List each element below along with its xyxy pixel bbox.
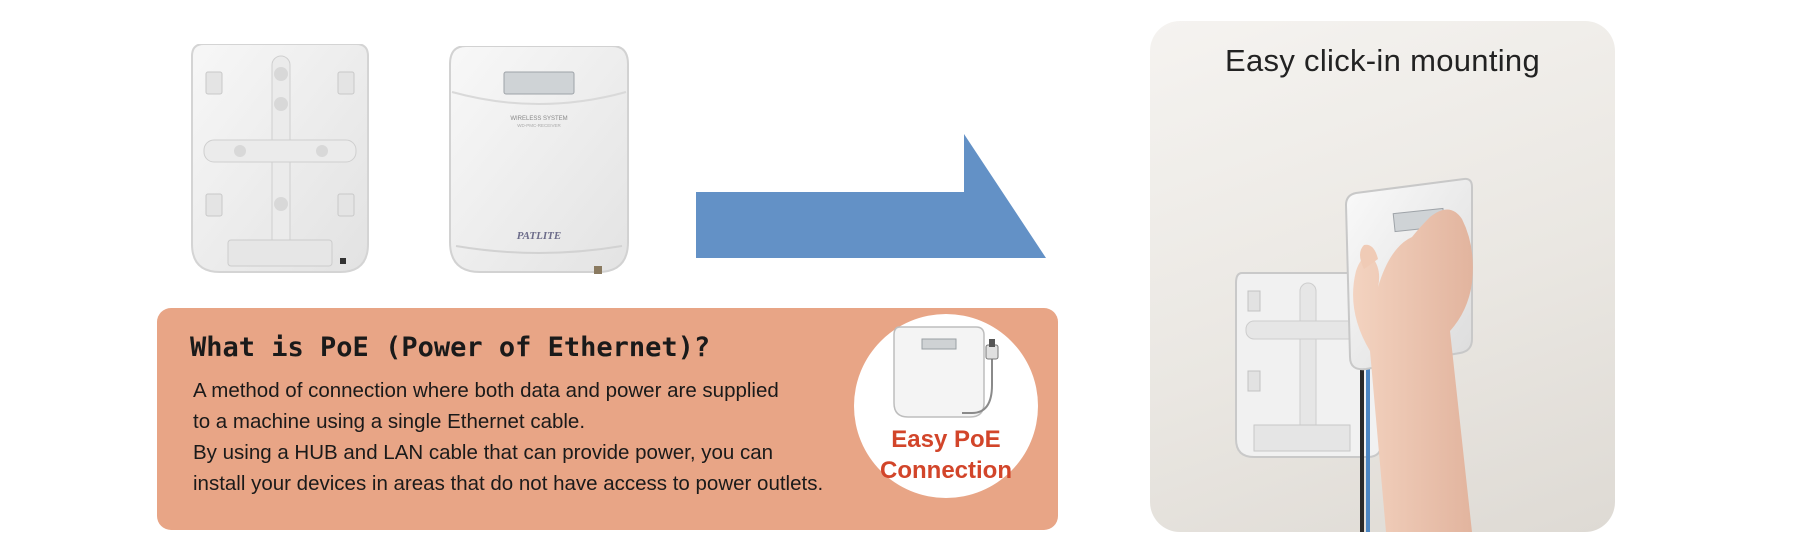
poe-description-line: to a machine using a single Ethernet cab… (193, 410, 586, 433)
receiver-label-text: WIRELESS SYSTEM (510, 116, 567, 122)
receiver-model-text: WD-PMC-RECEIVER (517, 123, 561, 128)
mounting-bracket-image (190, 43, 370, 274)
poe-badge-line: Connection (880, 457, 1012, 484)
patlite-logo: PATLITE (517, 230, 561, 242)
right-arrow-graphic (696, 134, 1046, 258)
poe-info-panel: What is PoE (Power of Ethernet)? A metho… (157, 308, 1058, 530)
wall-mounting-illustration (1150, 21, 1615, 532)
poe-device-icon (892, 325, 1010, 425)
poe-description: A method of connection where both data a… (193, 375, 873, 499)
poe-description-line: install your devices in areas that do no… (193, 472, 824, 495)
poe-description-line: By using a HUB and LAN cable that can pr… (193, 441, 774, 464)
mounting-title: Easy click-in mounting (1225, 43, 1540, 78)
mounting-photo-panel: Easy click-in mounting (1150, 21, 1615, 532)
poe-title: What is PoE (Power of Ethernet)? (190, 332, 711, 363)
poe-connection-badge: Easy PoE Connection (854, 314, 1038, 498)
poe-badge-caption: Easy PoE Connection (854, 424, 1038, 486)
poe-badge-line: Easy PoE (891, 426, 1001, 453)
wireless-receiver-image: WIRELESS SYSTEM WD-PMC-RECEIVER PATLITE (448, 45, 630, 274)
poe-description-line: A method of connection where both data a… (193, 379, 779, 402)
